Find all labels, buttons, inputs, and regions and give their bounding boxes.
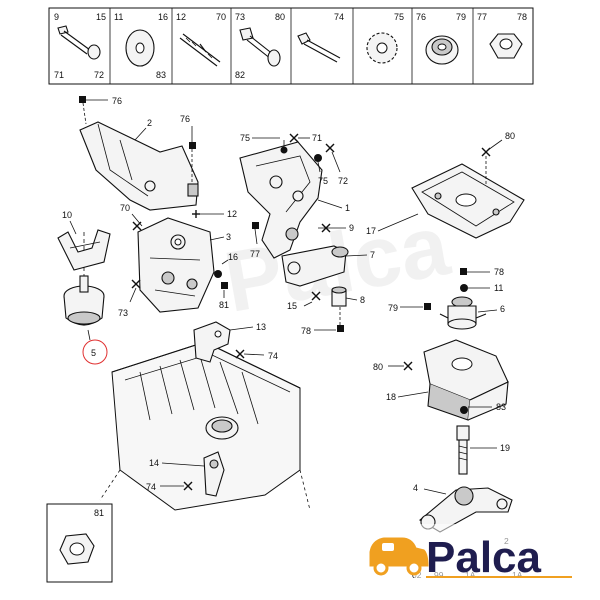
callout-75[interactable]: 75: [240, 133, 250, 143]
hex-bolt-icon: [297, 32, 341, 63]
hw-label-15: 15: [96, 12, 106, 22]
hw-label-9: 9: [54, 12, 59, 22]
callout-78a[interactable]: 78: [494, 267, 504, 277]
callout-10[interactable]: 10: [62, 210, 72, 220]
hw-label-71: 71: [54, 70, 64, 80]
hw-label-70: 70: [216, 12, 226, 22]
hex-nut-icon: [489, 33, 523, 59]
callout-79[interactable]: 79: [388, 303, 398, 313]
engine-mount-5[interactable]: [63, 232, 105, 326]
hw-label-73: 73: [235, 12, 245, 22]
logo-text: Palca: [426, 533, 542, 582]
callout-72[interactable]: 72: [338, 176, 348, 186]
callout-13[interactable]: 13: [256, 322, 266, 332]
callout-74a[interactable]: 74: [268, 351, 278, 361]
palca-logo: Palca: [369, 524, 574, 584]
hw-label-74: 74: [334, 12, 344, 22]
bolt-icon: [57, 25, 101, 60]
callout-73[interactable]: 73: [118, 308, 128, 318]
callout-16[interactable]: 16: [228, 252, 238, 262]
arm-7[interactable]: [281, 245, 349, 287]
hw-label-75: 75: [394, 12, 404, 22]
callout-3[interactable]: 3: [226, 232, 231, 242]
hw-label-82: 82: [235, 70, 245, 80]
callout-81[interactable]: 81: [219, 300, 229, 310]
stud-19[interactable]: [456, 425, 470, 475]
flange-nut-icon: [425, 35, 459, 65]
bracket-2[interactable]: [79, 121, 199, 211]
flange-bolt-icon: [239, 27, 281, 67]
callout-80[interactable]: 80: [505, 131, 515, 141]
car-logo-icon: [369, 537, 429, 576]
callout-6[interactable]: 6: [500, 304, 505, 314]
callout-5[interactable]: 5: [91, 348, 96, 358]
hw-label-72: 72: [94, 70, 104, 80]
hw-label-16: 16: [158, 12, 168, 22]
hw-label-76: 76: [416, 12, 426, 22]
callout-76b[interactable]: 76: [180, 114, 190, 124]
callout-83[interactable]: 83: [496, 402, 506, 412]
callout-2[interactable]: 2: [147, 118, 152, 128]
callout-9[interactable]: 9: [349, 223, 354, 233]
callout-74b[interactable]: 74: [146, 482, 156, 492]
callout-77[interactable]: 77: [250, 249, 260, 259]
washer-icon: [125, 29, 155, 67]
hw-label-11: 11: [114, 12, 123, 22]
highlight-circle: [82, 339, 108, 365]
marker-square-76a: [79, 96, 86, 103]
hw-label-80: 80: [275, 12, 285, 22]
bush-8[interactable]: [331, 286, 347, 307]
callout-19[interactable]: 19: [500, 443, 510, 453]
hw-label-77: 77: [477, 12, 487, 22]
bracket-14[interactable]: [203, 451, 225, 497]
callout-4[interactable]: 4: [413, 483, 418, 493]
callout-7[interactable]: 7: [370, 250, 375, 260]
bracket-1[interactable]: [239, 141, 323, 259]
callout-75b[interactable]: 75: [318, 176, 328, 186]
marker-square-76b: [189, 142, 196, 149]
bracket-3[interactable]: [137, 217, 215, 313]
marker-dot-16: [214, 270, 222, 278]
plate-17[interactable]: [411, 163, 525, 239]
callout-1[interactable]: 1: [345, 203, 350, 213]
bracket-18[interactable]: [423, 339, 509, 421]
callout-80b[interactable]: 80: [373, 362, 383, 372]
bracket-13[interactable]: [193, 321, 231, 363]
callout-78b[interactable]: 78: [301, 326, 311, 336]
hw-label-12: 12: [176, 12, 186, 22]
hardware-panel: 9 15 71 72 11 16 83 12 70: [48, 7, 534, 85]
marker-square-81: [221, 282, 228, 289]
hw-label-78: 78: [517, 12, 527, 22]
toothed-washer-icon: [366, 32, 398, 64]
hw-label-79: 79: [456, 12, 466, 22]
hex-nut-81-icon: [59, 533, 95, 565]
callout-15[interactable]: 15: [287, 301, 297, 311]
callout-14[interactable]: 14: [149, 458, 159, 468]
hw-label-83: 83: [156, 70, 166, 80]
callout-71[interactable]: 71: [312, 133, 322, 143]
callout-17[interactable]: 17: [366, 226, 376, 236]
callout-8[interactable]: 8: [360, 295, 365, 305]
callout-11[interactable]: 11: [494, 283, 503, 293]
stud-icon: [179, 33, 221, 67]
mount-6[interactable]: [439, 296, 487, 330]
nut-box-81: 81: [46, 503, 113, 583]
engine-block: [99, 341, 311, 511]
callout-76a[interactable]: 76: [112, 96, 122, 106]
callout-70[interactable]: 70: [120, 203, 130, 213]
callout-81b[interactable]: 81: [94, 508, 104, 518]
callout-12[interactable]: 12: [227, 209, 237, 219]
callout-18[interactable]: 18: [386, 392, 396, 402]
bracket-10[interactable]: [57, 229, 111, 271]
